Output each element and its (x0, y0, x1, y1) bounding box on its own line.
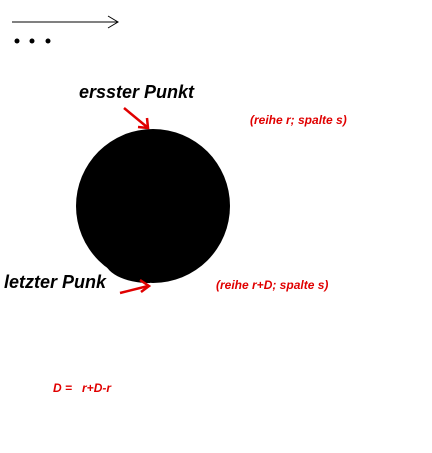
first-point-label: ersster Punkt (79, 82, 195, 102)
ellipsis-dots (14, 38, 51, 44)
last-point-coordinate: (reihe r+D; spalte s) (216, 278, 329, 292)
last-point-label: letzter Punk (4, 272, 107, 292)
filled-circle (76, 129, 230, 283)
distance-formula: D = r+D-r (53, 381, 111, 395)
formula-rhs: r+D-r (82, 381, 112, 395)
last-point-arrow (119, 278, 152, 295)
formula-lhs: D = (53, 381, 73, 395)
first-point-coordinate: (reihe r; spalte s) (250, 113, 347, 127)
first-point-arrow (123, 107, 150, 130)
direction-arrow (12, 15, 119, 29)
